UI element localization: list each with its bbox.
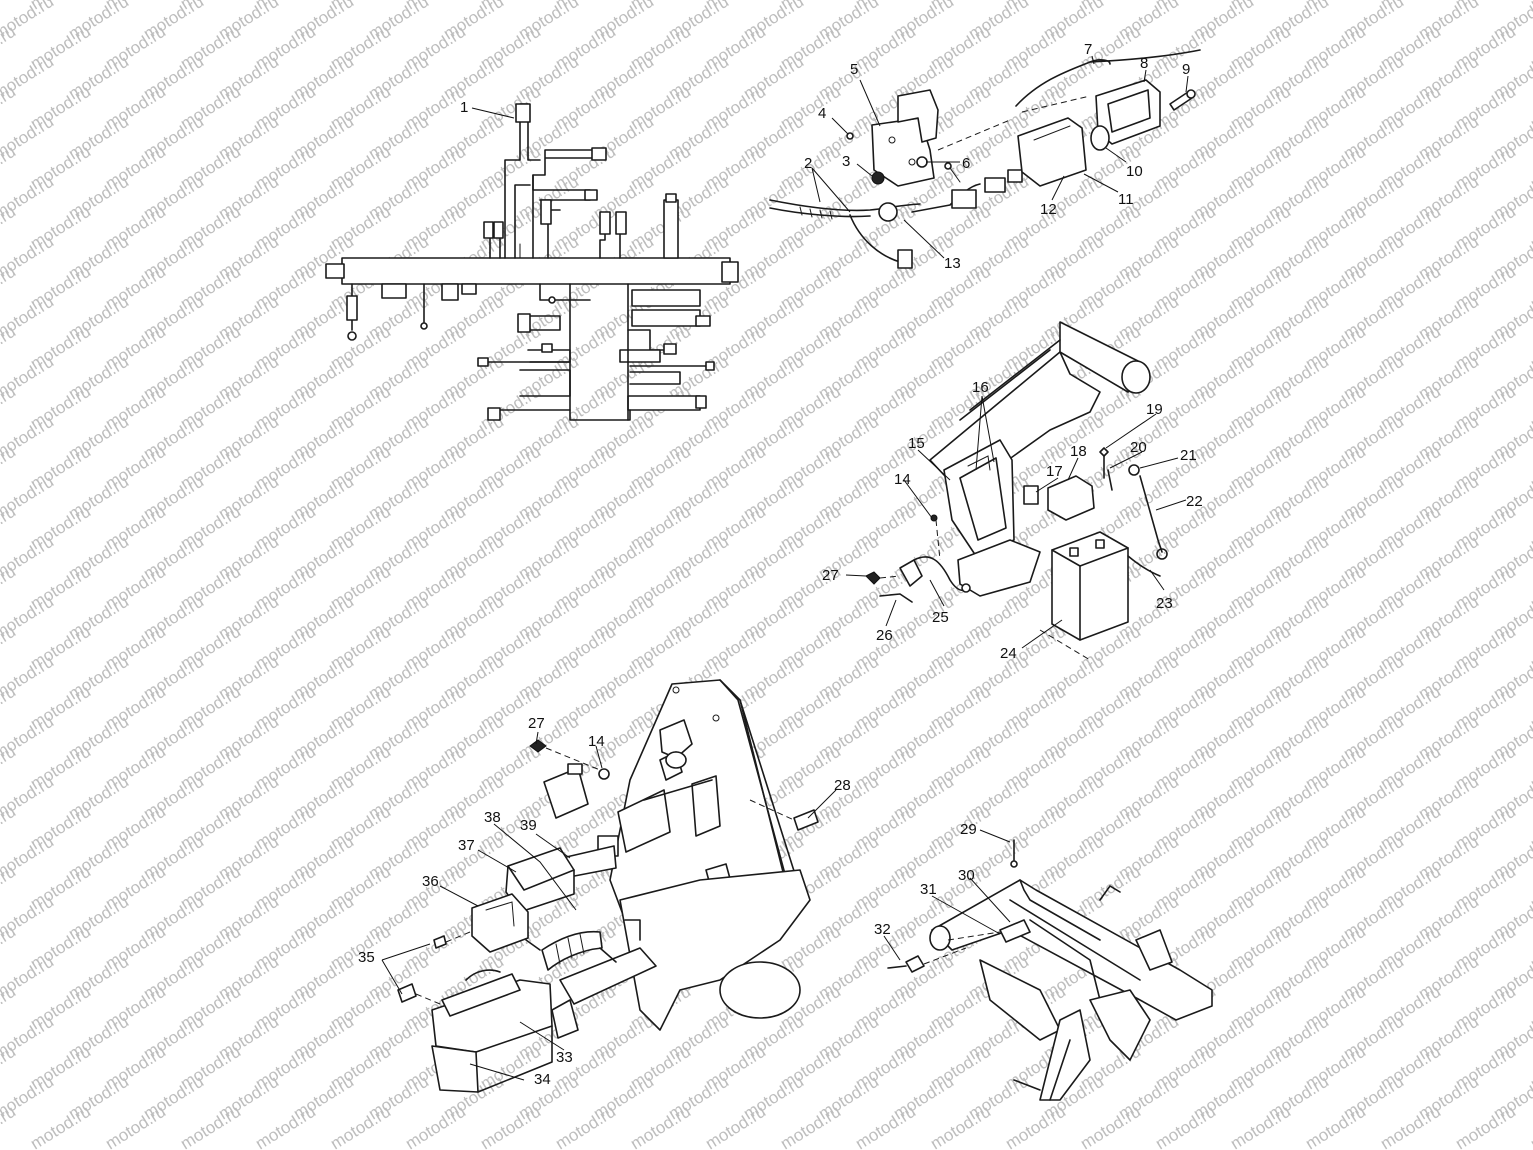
- callout-15: 15: [908, 435, 925, 452]
- callout-4: 4: [818, 105, 826, 122]
- wiring-harness-assembly: [325, 103, 739, 421]
- callout-26: 26: [876, 627, 893, 644]
- callout-8: 8: [1140, 55, 1148, 72]
- callout-27-battery: 27: [822, 567, 839, 584]
- callout-16: 16: [972, 379, 989, 396]
- callout-25: 25: [932, 609, 949, 626]
- callout-27-front: 27: [528, 715, 545, 732]
- callout-24: 24: [1000, 645, 1017, 662]
- callout-35: 35: [358, 949, 375, 966]
- callout-37: 37: [458, 837, 475, 854]
- callout-22: 22: [1186, 493, 1203, 510]
- callout-29: 29: [960, 821, 977, 838]
- callout-2: 2: [804, 155, 812, 172]
- callout-18: 18: [1070, 443, 1087, 460]
- callout-17: 17: [1046, 463, 1063, 480]
- callout-3: 3: [842, 153, 850, 170]
- callout-9: 9: [1182, 61, 1190, 78]
- callout-38: 38: [484, 809, 501, 826]
- callout-36: 36: [422, 873, 439, 890]
- callout-32: 32: [874, 921, 891, 938]
- callout-33: 33: [556, 1049, 573, 1066]
- callout-23: 23: [1156, 595, 1173, 612]
- callout-21: 21: [1180, 447, 1197, 464]
- callout-14-front: 14: [588, 733, 605, 750]
- callout-31: 31: [920, 881, 937, 898]
- callout-13: 13: [944, 255, 961, 272]
- callout-12: 12: [1040, 201, 1057, 218]
- callout-labels: 1 2 3 4 5 6 7 8 9 10 11 12 13 14 15 16 1…: [358, 41, 1203, 1088]
- tail-light-assembly: [769, 49, 1201, 269]
- callout-39: 39: [520, 817, 537, 834]
- front-panel-assembly: [397, 679, 819, 1093]
- callout-30: 30: [958, 867, 975, 884]
- callout-28: 28: [834, 777, 851, 794]
- callout-6: 6: [962, 155, 970, 172]
- callout-19: 19: [1146, 401, 1163, 418]
- callout-1: 1: [460, 99, 468, 116]
- battery-box-assembly: [865, 321, 1168, 661]
- rear-frame-assembly: [887, 839, 1213, 1101]
- callout-10: 10: [1126, 163, 1143, 180]
- callout-34: 34: [534, 1071, 551, 1088]
- callout-20: 20: [1130, 439, 1147, 456]
- callout-14-battery: 14: [894, 471, 911, 488]
- callout-7: 7: [1084, 41, 1092, 58]
- callout-5: 5: [850, 61, 858, 78]
- callout-11: 11: [1118, 191, 1134, 208]
